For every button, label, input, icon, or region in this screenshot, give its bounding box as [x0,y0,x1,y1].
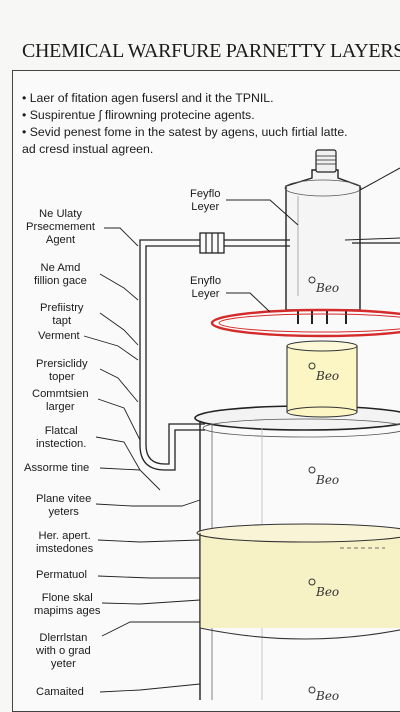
note-item: • Laer of fitation agen fusersl and it t… [22,91,274,105]
lower-layer-label: Enyflo Leyer [190,275,222,300]
side-label: Flatcal instection. [36,425,87,450]
side-label: Prersiclidy toper [36,358,88,383]
side-label: Commtsien larger [32,388,89,413]
side-label: Camaited [36,686,84,698]
diagram-title: CHEMICAL WARFURE PARNETTY LAYERS [22,40,400,62]
callout-arrows [226,167,400,313]
side-label: Flone skal mapims ages [34,592,101,617]
side-label: Dlerrlstan with o grad yeter [36,632,91,670]
vessel-mark: Beo [315,585,339,599]
upper-layer-label: Feyflo Leyer [190,188,221,213]
note-item: • Sevid penest fome in the satest by age… [22,125,348,139]
side-label: Ne Amd fillion gace [34,262,87,287]
notes-list: • Laer of fitation agen fusersl and it t… [22,90,392,158]
side-label: Prefiistry tapt [40,302,84,327]
note-item: ad cresd instual agreen. [22,142,154,156]
vessel-mark: Beo [315,369,339,383]
side-label: Assorme tine [24,462,90,474]
vessel-mark: Beo [315,689,339,700]
side-label: Permatuol [36,569,87,581]
valve [199,232,225,254]
vessel-mark: Beo [315,473,339,487]
side-label: Plane vitee yeters [36,493,92,518]
side-label: Ne Ulaty Prsecmement Agent [26,208,96,246]
side-label: Her. apert. imstedones [36,530,94,555]
note-item: • Suspirentue ʃ flirowning protecine age… [22,108,255,122]
pipe-system [139,239,400,471]
callout-leaders [83,227,201,693]
red-ring [210,308,400,338]
vessel-marks: Beo Beo Beo Beo Beo [308,276,339,700]
side-label: Verment [38,330,80,342]
vessel-mark: Beo [315,281,339,295]
liquid-layer [196,523,400,640]
reservoir-bottle [284,149,362,324]
yellow-cylinder [286,340,358,418]
